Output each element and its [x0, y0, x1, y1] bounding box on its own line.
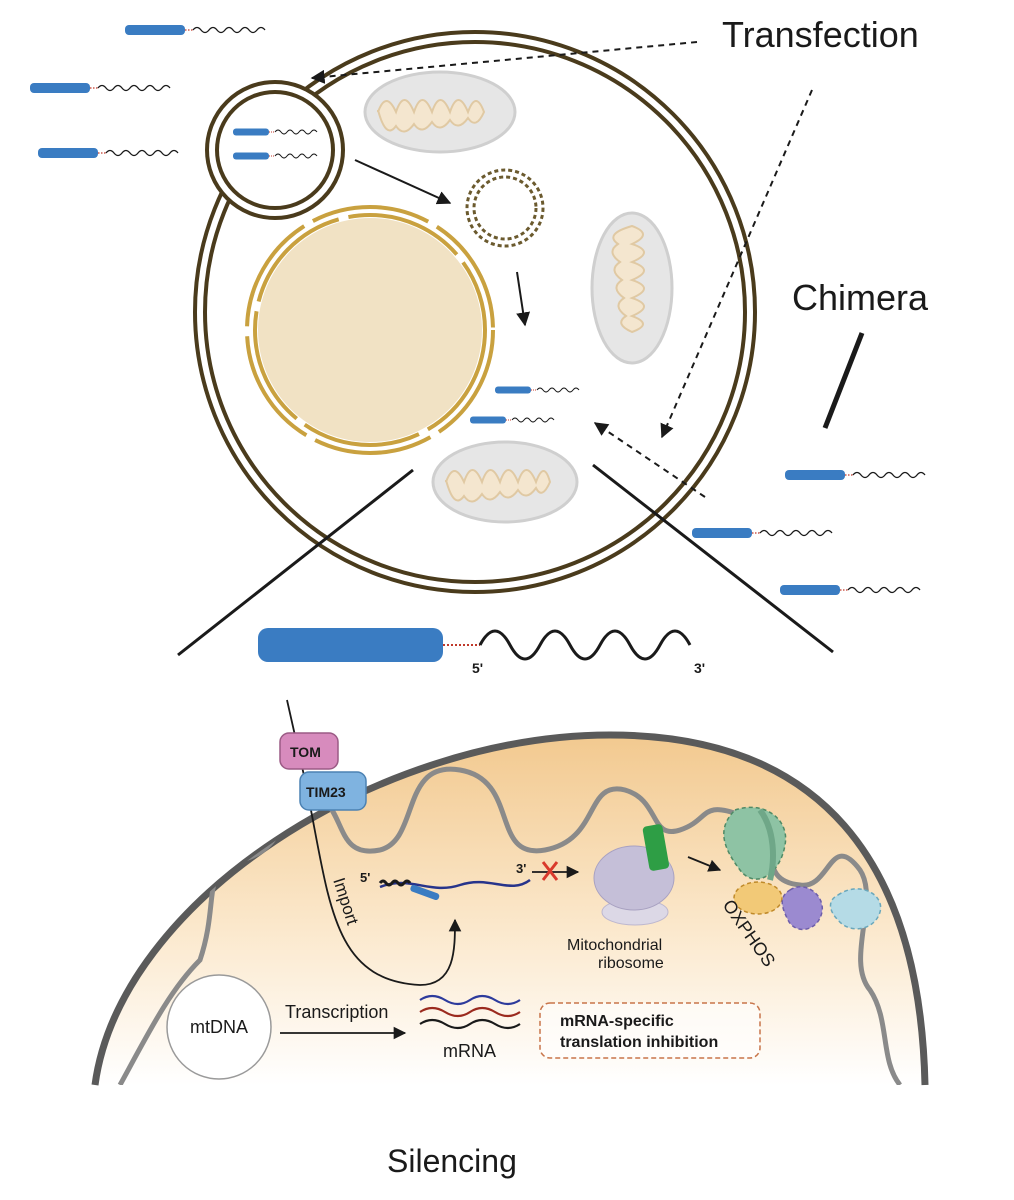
dashed-arrow-icon — [593, 422, 706, 498]
ribosome-label-line1: Mitochondrial — [567, 937, 662, 954]
tim23-label: TIM23 — [306, 784, 346, 800]
chimera-pointer-line — [822, 332, 865, 429]
wavy-rna-icon — [419, 994, 521, 1030]
arrow-escape — [354, 159, 452, 205]
arrow-release — [516, 271, 531, 327]
chimera-outside — [779, 584, 921, 596]
inhibition-box — [539, 1002, 761, 1059]
mitochondrion-zoom — [91, 731, 929, 1086]
tim23-complex — [299, 771, 367, 811]
tom-complex — [279, 732, 339, 770]
cross-icon — [541, 861, 559, 881]
inhibition-line1: mRNA-specific — [560, 1013, 674, 1030]
three-prime-label: 3' — [694, 660, 705, 676]
arrow-to-oxphos — [687, 856, 722, 872]
zoom-line-right — [592, 463, 834, 654]
five-prime-label: 5' — [472, 660, 483, 676]
mrna-label: mRNA — [443, 1041, 496, 1061]
transcription-label: Transcription — [285, 1002, 388, 1022]
endosome — [205, 80, 345, 220]
nucleus — [245, 205, 495, 455]
ribosome-label-line2: ribosome — [598, 955, 664, 972]
import-path — [286, 699, 462, 986]
mtdna-circle — [166, 974, 272, 1080]
chimera-outside — [124, 24, 266, 36]
mtdna-label: mtDNA — [190, 1017, 248, 1037]
inhibition-line2: translation inhibition — [560, 1034, 718, 1051]
mitochondrion-icon — [363, 70, 517, 154]
chimera-label: Chimera — [792, 277, 929, 318]
chimera-outside — [691, 527, 833, 539]
chimera-outside — [29, 82, 171, 94]
chimera-outside — [37, 147, 179, 159]
mitochondrion-icon — [431, 440, 579, 524]
outer-membrane — [91, 731, 929, 1086]
tom-label: TOM — [290, 744, 321, 760]
chimera-large — [258, 628, 692, 662]
target-mrna-complex — [378, 878, 531, 901]
transfection-label: Transfection — [722, 14, 919, 55]
cell-inner-membrane — [203, 40, 747, 584]
mrna-five-prime-label: 5' — [360, 870, 370, 885]
mitochondrial-ribosome — [593, 824, 675, 926]
disrupted-vesicle — [465, 168, 545, 248]
mitochondrion-icon — [590, 211, 674, 365]
oxphos-complexes — [723, 806, 882, 931]
dashed-arrow-icon — [660, 89, 813, 439]
mrna-three-prime-label: 3' — [516, 861, 526, 876]
chimera-outside — [784, 469, 926, 481]
dashed-arrow-icon — [310, 41, 698, 84]
zoom-line-left — [177, 468, 414, 657]
silencing-label: Silencing — [387, 1143, 517, 1179]
